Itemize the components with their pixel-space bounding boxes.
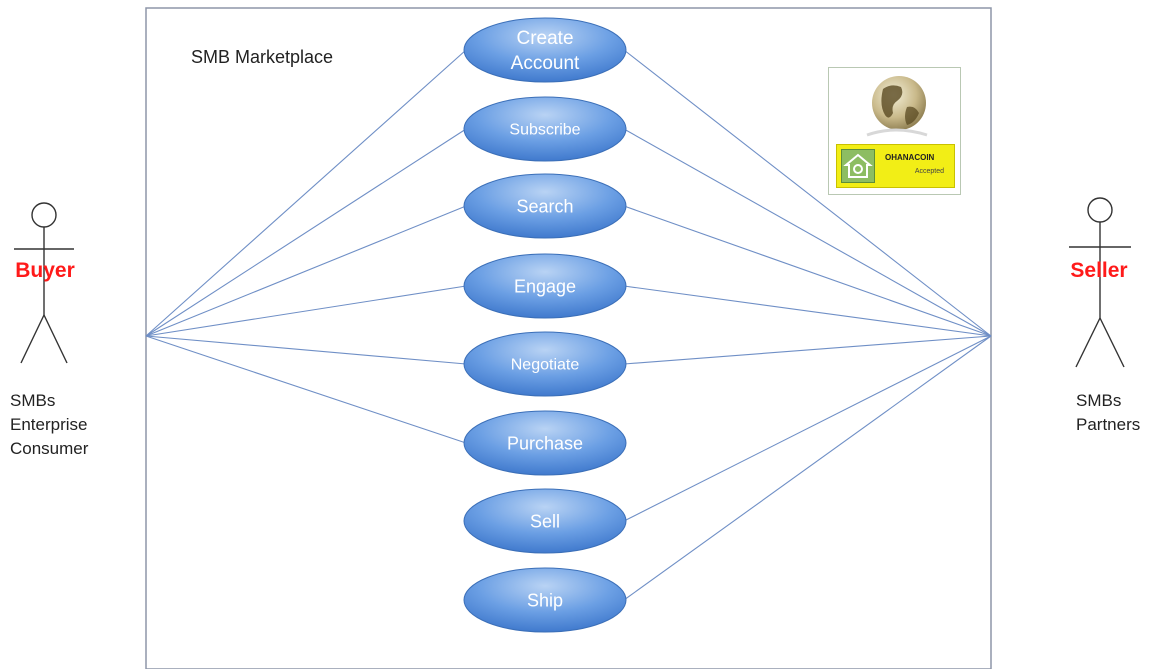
use-case-ellipse <box>463 173 627 239</box>
use-case-ellipse <box>463 567 627 633</box>
seller-association-line <box>623 335 992 522</box>
buyer-role: Enterprise <box>10 415 88 434</box>
seller-role: Partners <box>1076 415 1141 434</box>
use-case-label: Purchase <box>507 433 583 453</box>
use-case-ellipse <box>463 17 627 83</box>
ohanacoin-plate: OHANACOIN Accepted <box>836 144 955 188</box>
buyer-roles: SMBs Enterprise Consumer <box>10 389 88 461</box>
buyer-association-line <box>145 128 467 337</box>
use-case: Negotiate <box>463 331 627 397</box>
seller-actor-name: Seller <box>1070 259 1128 282</box>
seller-roles: SMBs Partners <box>1076 389 1140 437</box>
ohanacoin-badge: OHANACOIN Accepted <box>828 67 961 195</box>
use-case: Ship <box>463 567 627 633</box>
use-case-ellipse <box>463 96 627 162</box>
seller-association-line <box>623 285 992 337</box>
use-case-ellipse <box>463 253 627 319</box>
system-title: SMB Marketplace <box>191 47 334 67</box>
buyer-role: Consumer <box>10 439 89 458</box>
use-case: Search <box>463 173 627 239</box>
system-boundary <box>145 7 992 669</box>
buyer-association-line <box>145 335 467 444</box>
use-case-label: Sell <box>530 511 560 531</box>
use-case-ellipse <box>463 410 627 476</box>
buyer-actor-name: Buyer <box>15 259 75 282</box>
use-case: Sell <box>463 488 627 554</box>
buyer-association-line <box>145 205 467 337</box>
seller-association-line <box>623 128 992 337</box>
use-case-label: Subscribe <box>509 122 580 139</box>
seller-association-line <box>623 49 992 337</box>
seller-role: SMBs <box>1076 391 1122 410</box>
buyer-association-line <box>145 335 467 365</box>
buyer-actor-figure <box>14 202 74 364</box>
buyer-association-line <box>145 285 467 337</box>
seller-association-line <box>623 205 992 337</box>
globe-icon <box>866 76 928 137</box>
house-icon <box>841 149 875 183</box>
use-case-label: Search <box>516 196 573 216</box>
use-case-label: Engage <box>514 276 576 296</box>
buyer-role: SMBs <box>10 391 56 410</box>
seller-association-line <box>623 335 992 365</box>
badge-name: OHANACOIN <box>885 153 935 162</box>
use-case: Engage <box>463 253 627 319</box>
use-case-ellipse <box>463 331 627 397</box>
use-case: Purchase <box>463 410 627 476</box>
connectors <box>145 49 992 601</box>
use-case-label: Ship <box>527 590 563 610</box>
buyer-association-line <box>145 49 467 337</box>
seller-association-line <box>623 335 992 601</box>
badge-subtitle: Accepted <box>914 168 944 175</box>
use-case-label: Negotiate <box>511 357 580 374</box>
seller-actor-figure <box>1069 197 1131 368</box>
use-case-ellipse <box>463 488 627 554</box>
use-case: Subscribe <box>463 96 627 162</box>
